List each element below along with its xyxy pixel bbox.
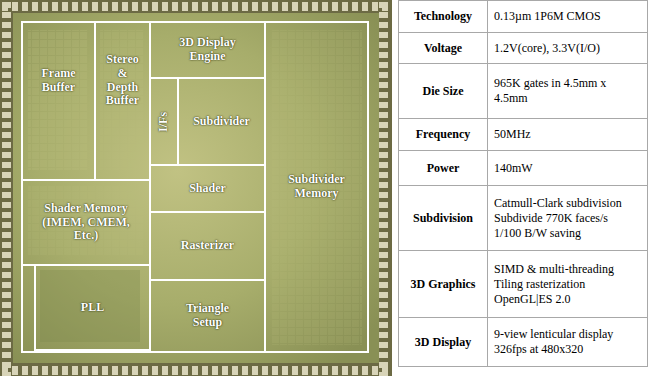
block-label: Triangle Setup	[173, 302, 243, 330]
block-label: PLL	[81, 301, 104, 315]
block-label: I/Fs	[157, 111, 171, 131]
floorplan-block: Stereo & Depth Buffer	[94, 21, 151, 181]
die-core	[13, 13, 379, 363]
floorplan-block: Subdivider Memory	[264, 21, 369, 353]
block-label: Shader Memory (IMEM, CMEM, Etc.)	[41, 202, 131, 243]
table-cell: 1.2V(core), 3.3V(I/O)	[487, 32, 648, 64]
core-outline	[22, 22, 368, 352]
memory-array	[28, 30, 88, 170]
table-text: Catmull-Clark subdivision	[494, 196, 622, 211]
block-label: Subdivider Memory	[279, 173, 354, 201]
bond-pads	[379, 0, 392, 376]
table-text: SIMD & multi-threading	[494, 262, 614, 277]
pad-ring	[0, 0, 392, 376]
table-text: Technology	[414, 9, 472, 24]
table-text: 140mW	[494, 161, 533, 176]
table-text: 3D Graphics	[410, 277, 475, 292]
table-text: Tiling rasterization	[494, 277, 585, 292]
floorplan-block: Rasterizer	[149, 211, 266, 281]
table-text: 1/100 B/W saving	[494, 226, 581, 241]
floorplan-block: PLL	[34, 264, 151, 351]
table-text: 9-view lenticular display	[494, 327, 613, 342]
table-cell: 50MHz	[487, 118, 648, 151]
table-text: Subdivide 770K faces/s	[494, 211, 608, 226]
table-cell: Catmull-Clark subdivisionSubdivide 770K …	[487, 185, 648, 251]
memory-array	[28, 186, 144, 256]
block-label: 3D Display Engine	[168, 36, 248, 64]
block-label: Subdivider	[193, 115, 250, 129]
table-cell: 3D Graphics	[398, 250, 488, 318]
table-cell: Voltage	[398, 32, 488, 64]
floorplan-block: Triangle Setup	[149, 279, 266, 353]
table-cell: SIMD & multi-threadingTiling rasterizati…	[487, 250, 648, 318]
bond-pads	[0, 0, 13, 376]
table-text: 1.2V(core), 3.3V(I/O)	[494, 41, 600, 56]
block-label: Stereo & Depth Buffer	[102, 53, 144, 108]
table-cell: 965K gates in 4.5mm x 4.5mm	[487, 63, 648, 119]
table-text: Die Size	[423, 84, 464, 99]
floorplan-block: Shader	[149, 164, 266, 213]
table-text: 3D Display	[415, 335, 471, 350]
table-cell: 0.13µm 1P6M CMOS	[487, 0, 648, 33]
bond-pads	[0, 363, 392, 376]
floorplan-block: Frame Buffer	[21, 21, 96, 181]
table-text: Voltage	[424, 41, 462, 56]
table-cell: Power	[398, 150, 488, 186]
memory-array	[100, 30, 144, 170]
table-text: Subdivision	[413, 211, 473, 226]
table-cell: 9-view lenticular display326fps at 480x3…	[487, 317, 648, 367]
table-cell: 3D Display	[398, 317, 488, 367]
table-cell: Frequency	[398, 118, 488, 151]
table-cell: Subdivision	[398, 185, 488, 251]
table-cell: 140mW	[487, 150, 648, 186]
memory-array	[272, 30, 362, 345]
floorplan-block: Shader Memory (IMEM, CMEM, Etc.)	[21, 179, 151, 266]
pll-area	[40, 270, 140, 342]
floorplan-block: 3D Display Engine	[149, 21, 266, 79]
block-label: Rasterizer	[181, 239, 234, 253]
block-label: Frame Buffer	[33, 67, 85, 95]
table-text: 965K gates in 4.5mm x 4.5mm	[494, 76, 614, 106]
table-text: 326fps at 480x320	[494, 342, 583, 357]
table-text: 0.13µm 1P6M CMOS	[494, 9, 601, 24]
floorplan-block: I/Fs	[149, 77, 179, 166]
floorplan-block: Subdivider	[177, 77, 266, 166]
table-text: OpenGL|ES 2.0	[494, 292, 570, 307]
table-text: Frequency	[416, 127, 470, 142]
table-text: Power	[427, 161, 460, 176]
block-label: Shader	[189, 182, 226, 196]
bond-pads	[0, 0, 392, 13]
table-cell: Technology	[398, 0, 488, 33]
table-text: 50MHz	[494, 127, 531, 142]
table-cell: Die Size	[398, 63, 488, 119]
